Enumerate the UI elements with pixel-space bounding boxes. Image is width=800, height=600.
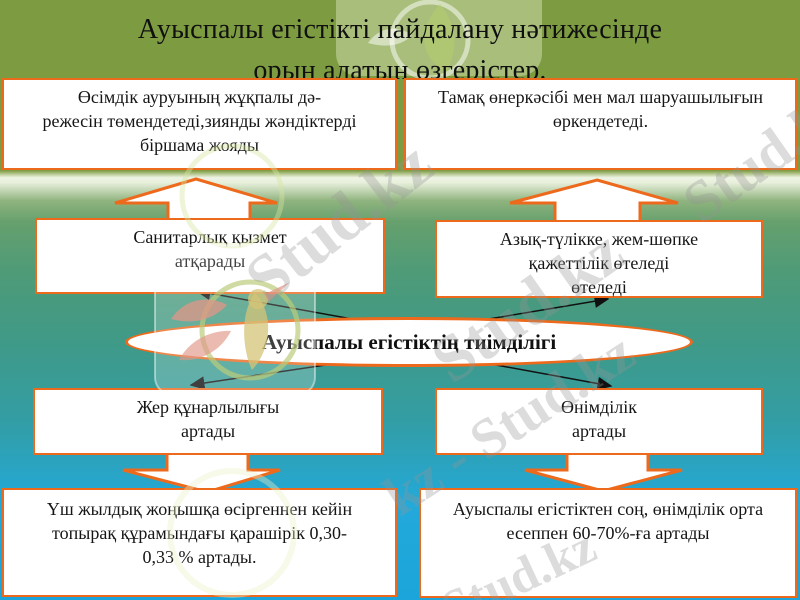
up-block-arrow-right-icon	[509, 178, 679, 226]
node-disease-reduction-line2: режесін төмендетеді,зиянды жәндіктерді	[42, 110, 357, 131]
node-yield-percentage-line2: есеппен 60-70%-ға артады	[506, 522, 710, 543]
up-block-arrow-left-icon	[114, 177, 278, 224]
down-block-arrow-left-icon	[122, 450, 281, 494]
node-food-industry-line1: Тамақ өнеркәсібі мен мал шаруашылығын	[438, 87, 763, 107]
node-feed-supply-line1: Азық-түлікке, жем-шөпке	[499, 229, 699, 249]
node-sanitary-service-line1: Санитарлық қызмет	[133, 227, 287, 247]
node-sanitary-service: Санитарлық қызмет атқарады	[35, 218, 385, 294]
node-feed-supply: Азық-түлікке, жем-шөпке қажеттілік өтеле…	[435, 220, 763, 298]
page-title-line1: Ауыспалы егістікті пайдалану нәтижесінде	[137, 14, 663, 45]
node-yield-percentage-line1: Ауыспалы егістіктен соң, өнімділік орта	[452, 499, 764, 519]
node-humus-increase: Үш жылдық жоңышқа өсіргеннен кейін топыр…	[2, 488, 397, 597]
node-soil-fertility-line1: Жер құнарлылығы	[136, 397, 280, 417]
node-soil-fertility-line2: артады	[180, 420, 236, 441]
node-productivity-line1: Өнімділік	[561, 397, 637, 417]
node-soil-fertility: Жер құнарлылығы артады	[33, 388, 383, 455]
node-food-industry-line2: өркендетеді.	[552, 110, 649, 131]
down-block-arrow-right-icon	[524, 450, 683, 493]
node-sanitary-service-line2: атқарады	[174, 250, 246, 271]
node-feed-supply-line2: қажеттілік өтеледі	[528, 252, 670, 273]
node-humus-increase-line3: 0,33 % артады.	[142, 546, 257, 567]
node-central-benefit-label: Ауыспалы егістіктің тиімділігі	[261, 329, 557, 354]
node-productivity-line2: артады	[571, 420, 627, 441]
node-food-industry: Тамақ өнеркәсібі мен мал шаруашылығын өр…	[404, 78, 797, 170]
node-humus-increase-line2: топырақ құрамындағы қарашірік 0,30-	[52, 522, 347, 543]
node-humus-increase-line1: Үш жылдық жоңышқа өсіргеннен кейін	[46, 499, 353, 519]
node-central-benefit: Ауыспалы егістіктің тиімділігі	[125, 317, 693, 367]
node-disease-reduction-line3: біршама жояды	[140, 134, 259, 155]
node-yield-percentage: Ауыспалы егістіктен соң, өнімділік орта …	[419, 488, 797, 598]
node-feed-supply-line3: өтеледі	[571, 276, 627, 297]
node-productivity: Өнімділік артады	[435, 388, 763, 455]
node-disease-reduction-line1: Өсімдік ауруының жұқпалы дә-	[77, 87, 322, 107]
node-disease-reduction: Өсімдік ауруының жұқпалы дә- режесін төм…	[2, 78, 397, 170]
